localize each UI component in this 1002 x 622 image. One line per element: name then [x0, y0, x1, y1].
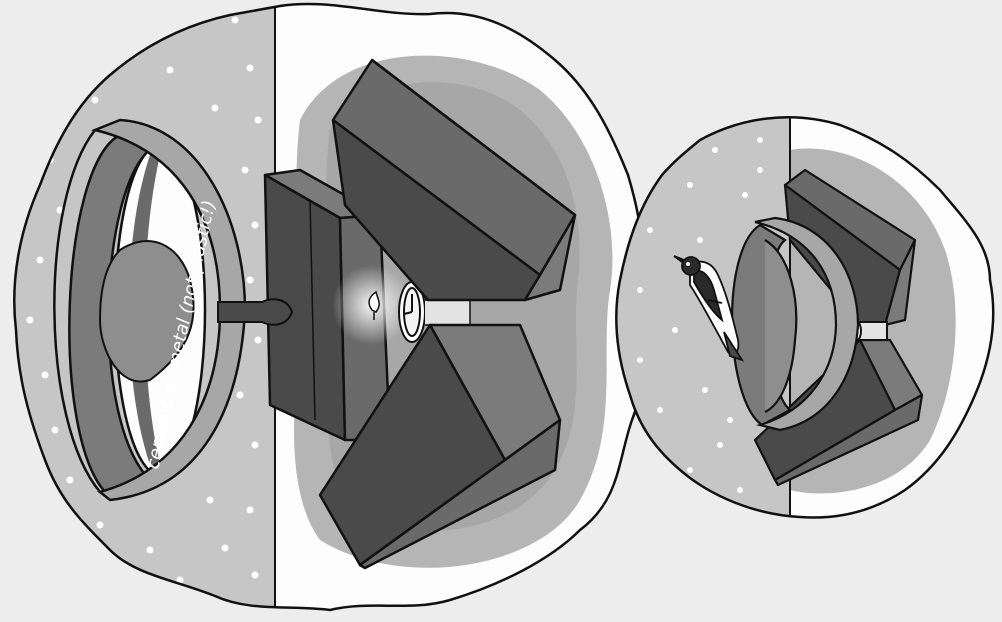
large-inset-bubble: ceramic or metal (not plastic!) — [0, 0, 675, 618]
ring-peg — [218, 299, 292, 325]
small-inset-bubble — [600, 100, 1002, 540]
